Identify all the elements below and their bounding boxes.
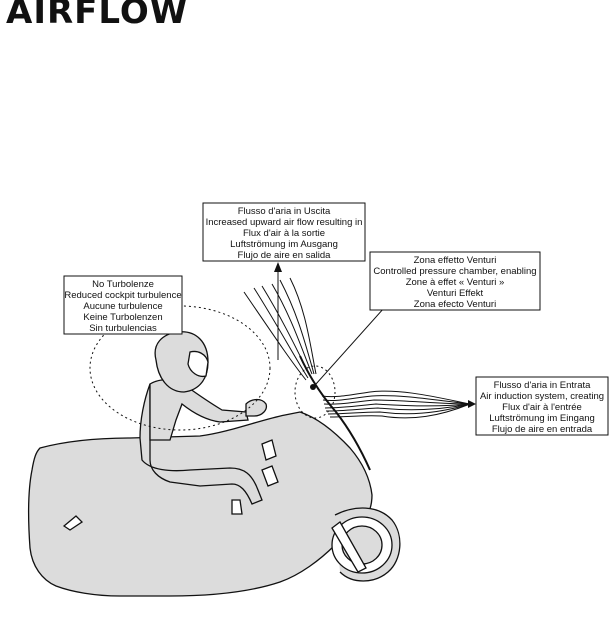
turbulence-label-line: Reduced cockpit turbulence <box>64 290 181 301</box>
rider <box>139 331 268 505</box>
outlet-label-line: Flusso d'aria in Uscita <box>238 206 331 217</box>
venturi-zone <box>294 365 336 419</box>
outlet-airflow-lines <box>243 277 317 381</box>
outlet-arrow-icon <box>274 262 282 272</box>
turbulence-label-line: No Turbolenze <box>92 279 154 290</box>
venturi-label-line: Zone à effet « Venturi » <box>406 277 505 288</box>
turbulence-label-line: Keine Turbolenzen <box>83 312 162 323</box>
venturi-point <box>310 384 316 390</box>
outlet-label-line: Flujo de aire en salida <box>238 250 332 261</box>
outlet-label-line: Increased upward air flow resulting in <box>206 217 363 228</box>
venturi-label-box <box>369 251 541 311</box>
inlet-label-line: Air induction system, creating <box>480 391 604 402</box>
outlet-label-box <box>202 202 366 262</box>
inlet-label-box <box>475 376 609 436</box>
inlet-label-line: Flux d'air à l'entrée <box>502 402 582 413</box>
venturi-label-line: Venturi Effekt <box>427 288 484 299</box>
inlet-label-line: Flusso d'aria in Entrata <box>494 380 592 391</box>
venturi-label-line: Controlled pressure chamber, enabling <box>373 266 536 277</box>
page-title: AIRFLOW <box>6 0 189 32</box>
motorcycle <box>28 411 401 597</box>
turbulence-label-line: Aucune turbulence <box>83 301 162 312</box>
inlet-arrow-icon <box>468 400 476 408</box>
venturi-label-line: Zona effetto Venturi <box>414 255 497 266</box>
venturi-leader <box>315 307 385 385</box>
inlet-label-line: Luftströmung im Eingang <box>489 413 595 424</box>
outlet-label-line: Flux d'air à la sortie <box>243 228 325 239</box>
turbulence-label-line: Sin turbulencias <box>89 323 157 334</box>
inlet-airflow-lines <box>321 390 471 419</box>
turbulence-label-box <box>63 275 183 335</box>
venturi-label-line: Zona efecto Venturi <box>414 299 496 310</box>
outlet-label-line: Luftströmung im Ausgang <box>230 239 338 250</box>
inlet-label-line: Flujo de aire en entrada <box>492 424 593 435</box>
